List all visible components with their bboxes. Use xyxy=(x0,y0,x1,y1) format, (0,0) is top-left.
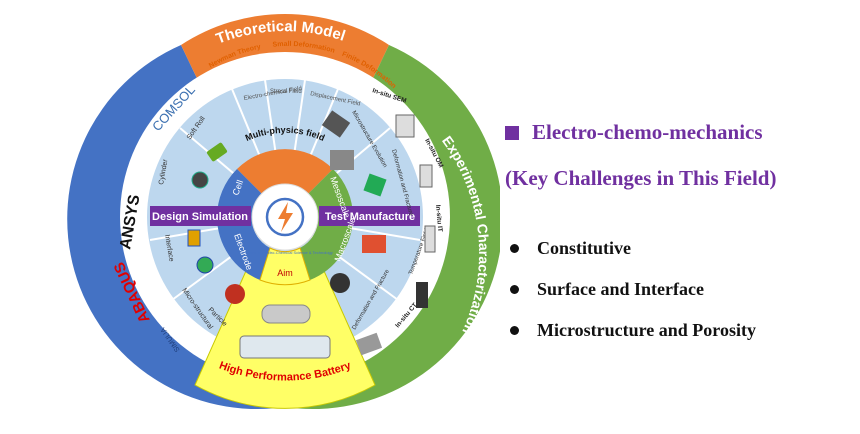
microstructure-image xyxy=(196,256,214,274)
model-software-label: Model and Software xyxy=(31,176,59,314)
om-instrument-image xyxy=(419,164,433,188)
quadrant-macroscale xyxy=(300,217,353,280)
cell-label: Cell xyxy=(230,179,245,197)
ring-model-software xyxy=(67,45,285,410)
lightning-icon xyxy=(278,202,293,232)
bullet-icon xyxy=(510,326,519,335)
center-logo-text: Mechanics of Electro-Chemical Science & … xyxy=(237,250,333,255)
list-item: Microstructure and Porosity xyxy=(510,310,756,351)
battery-cylinder-image xyxy=(261,304,311,324)
temperature-map-image xyxy=(362,235,386,253)
design-simulation-label: Design Simulation xyxy=(152,211,248,223)
center-logo-icon xyxy=(265,197,305,237)
stress-field-label: Stress Field xyxy=(270,89,302,95)
quadrant-electrode xyxy=(217,217,270,280)
octagon-image xyxy=(363,173,387,197)
ring-experimental-characterization xyxy=(285,45,500,409)
challenge-list: Constitutive Surface and Interface Micro… xyxy=(510,228,756,351)
panel-heading: Electro-chemo-mechanics xyxy=(505,120,763,145)
bullet-icon xyxy=(510,285,519,294)
panel-heading-text: Electro-chemo-mechanics xyxy=(532,120,763,144)
sem-image xyxy=(330,150,354,170)
bullet-icon xyxy=(510,244,519,253)
quadrant-aim xyxy=(259,247,311,286)
challenge-text: Microstructure and Porosity xyxy=(537,320,756,340)
cylinder-label: Cylinder xyxy=(158,158,169,185)
sem-instrument-image xyxy=(395,114,415,138)
soft-roll-image xyxy=(206,142,228,162)
aim-label: Aim xyxy=(277,268,293,278)
test-manufacture-label: Test Manufacture xyxy=(325,211,415,223)
challenge-text: Surface and Interface xyxy=(537,279,704,299)
quadrant-cell xyxy=(217,169,262,217)
ct-scan-image xyxy=(330,273,350,293)
list-item: Surface and Interface xyxy=(510,269,756,310)
it-instrument-image xyxy=(424,225,436,253)
ct-instrument-image xyxy=(416,282,428,308)
particle-image xyxy=(225,284,245,304)
quadrant-multiphysics xyxy=(237,149,333,194)
ct-sample-image xyxy=(355,332,383,356)
panel-subheading: (Key Challenges in This Field) xyxy=(505,166,777,190)
purple-band-right xyxy=(319,206,420,226)
purple-band-left xyxy=(150,206,251,226)
cylinder-cell-image xyxy=(191,171,209,189)
interface-image xyxy=(187,229,201,247)
electro-chemo-mechanics-wheel: Mechanics of Electro-Chemical Science & … xyxy=(31,14,500,410)
crack-image xyxy=(321,110,351,138)
interface-label: Interface xyxy=(163,234,175,262)
quadrant-mesoscale xyxy=(308,169,353,217)
in-situ-it-label: In-situ IT xyxy=(434,205,443,233)
purple-square-icon xyxy=(505,125,519,140)
list-item: Constitutive xyxy=(510,228,756,269)
challenge-text: Constitutive xyxy=(537,238,631,258)
battery-pack-image xyxy=(239,335,331,359)
